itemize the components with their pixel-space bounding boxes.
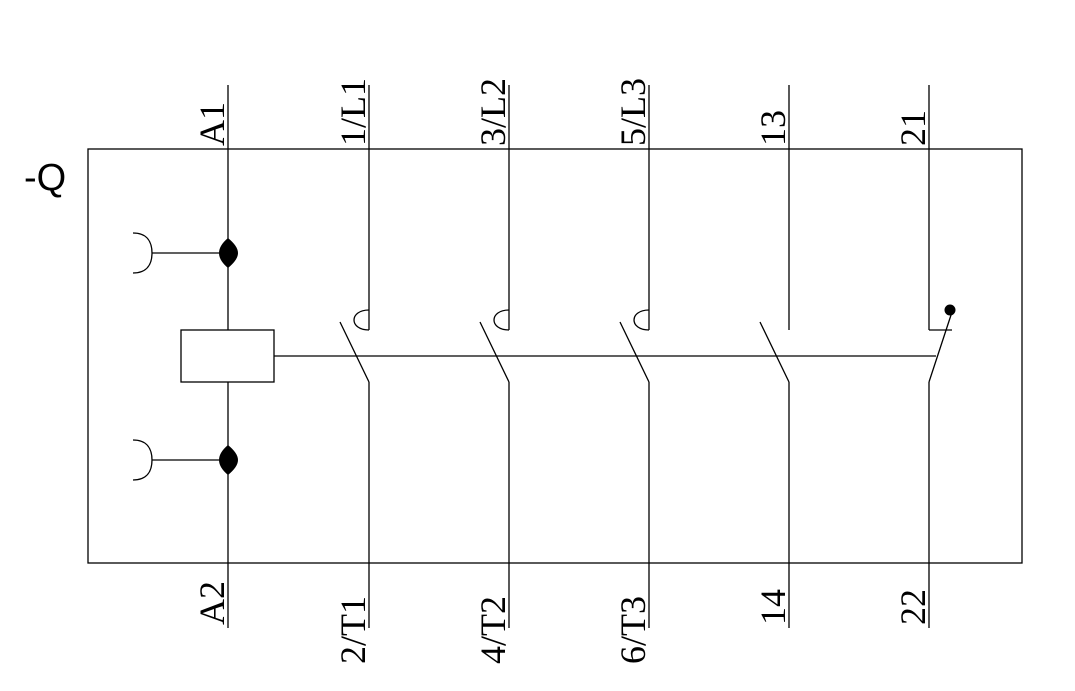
aux-contact-nc [928, 85, 956, 628]
device-label: -Q [24, 157, 66, 199]
plug-symbol-a1 [132, 232, 153, 274]
main-contact-l2 [479, 85, 510, 628]
terminal-label-21: 21 [893, 110, 933, 146]
terminal-label-13: 13 [753, 110, 793, 146]
terminal-label-2-t1: 2/T1 [333, 596, 373, 664]
top-terminal-labels: A1 1/L1 3/L2 5/L3 13 21 [192, 78, 933, 146]
terminal-label-5-l3: 5/L3 [613, 78, 653, 146]
plug-symbol-a2 [132, 439, 153, 481]
aux-contact-no [759, 85, 790, 628]
terminal-dot-a2 [219, 445, 238, 475]
terminal-label-22: 22 [893, 589, 933, 625]
coil-symbol [180, 329, 275, 383]
terminal-label-1-l1: 1/L1 [333, 78, 373, 146]
terminal-label-6-t3: 6/T3 [613, 596, 653, 664]
terminal-label-14: 14 [753, 589, 793, 625]
main-contact-l1 [339, 85, 370, 628]
terminal-label-a2: A2 [192, 581, 232, 625]
device-enclosure [87, 148, 1023, 564]
coil-circuit [132, 85, 936, 628]
main-contact-l3 [619, 85, 650, 628]
nc-contact-point [944, 304, 956, 316]
bottom-terminal-labels: A2 2/T1 4/T2 6/T3 14 22 [192, 581, 933, 664]
terminal-label-a1: A1 [192, 102, 232, 146]
terminal-label-4-t2: 4/T2 [473, 596, 513, 664]
terminal-label-3-l2: 3/L2 [473, 78, 513, 146]
terminal-dot-a1 [219, 238, 238, 268]
